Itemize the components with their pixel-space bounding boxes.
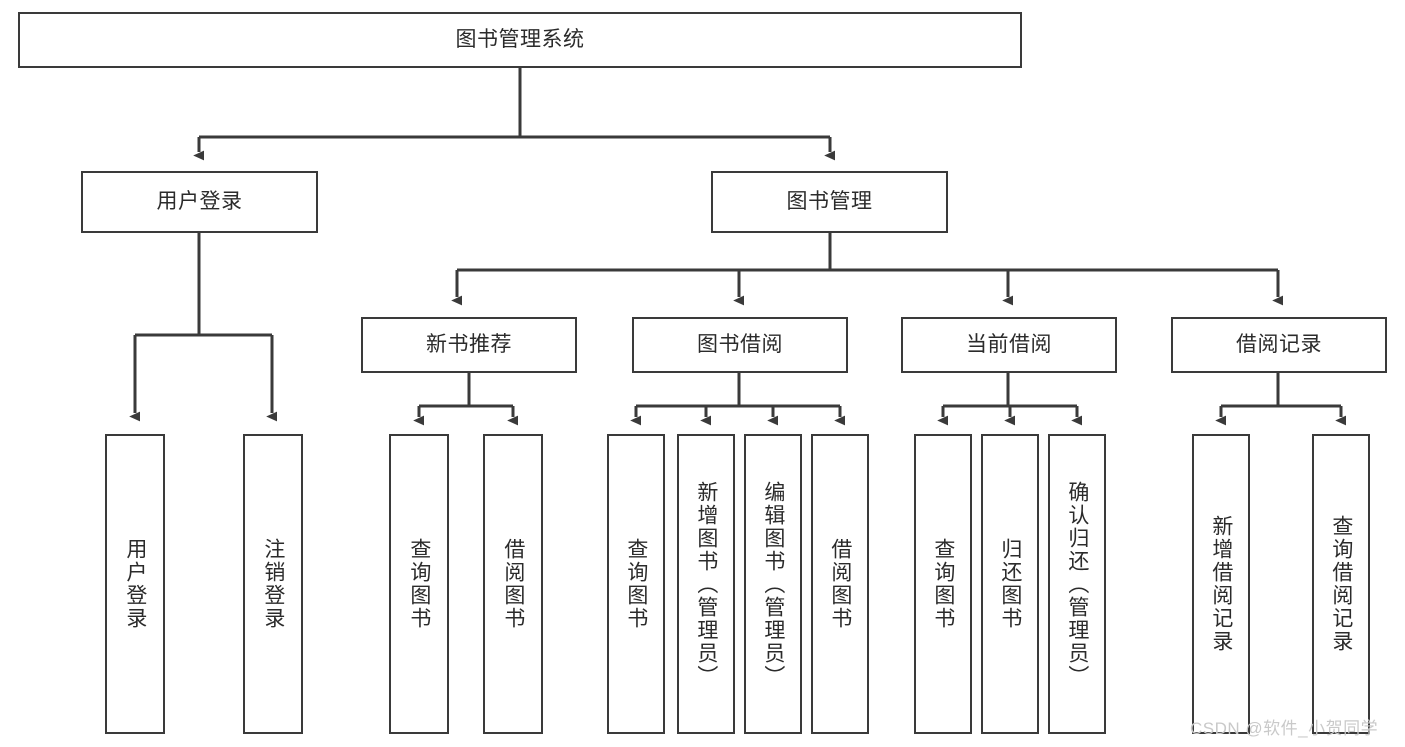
leaf-new-book-1[interactable]: 查询图书	[389, 434, 449, 734]
leaf-label: 新增图书（管理员）	[694, 480, 718, 688]
leaf-label: 用户登录	[123, 538, 147, 630]
node-book-borrow[interactable]: 图书借阅	[632, 317, 848, 373]
leaf-borrow-record-2[interactable]: 查询借阅记录	[1312, 434, 1370, 734]
leaf-user-login-2[interactable]: 注销登录	[243, 434, 303, 734]
leaf-label: 借阅图书	[501, 538, 525, 630]
node-user-login-label: 用户登录	[156, 190, 243, 214]
watermark: CSDN @软件_小贺同学	[1190, 719, 1379, 738]
node-new-book-recommend-label: 新书推荐	[426, 333, 512, 357]
node-new-book-recommend[interactable]: 新书推荐	[361, 317, 577, 373]
node-root[interactable]: 图书管理系统	[18, 12, 1022, 68]
leaf-borrow-record-1[interactable]: 新增借阅记录	[1192, 434, 1250, 734]
leaf-new-book-2[interactable]: 借阅图书	[483, 434, 543, 734]
leaf-label: 注销登录	[261, 538, 285, 630]
node-borrow-record[interactable]: 借阅记录	[1171, 317, 1387, 373]
leaf-book-borrow-3[interactable]: 编辑图书（管理员）	[744, 434, 802, 734]
node-book-manage-label: 图书管理	[786, 190, 873, 214]
leaf-user-login-1[interactable]: 用户登录	[105, 434, 165, 734]
leaf-current-borrow-3[interactable]: 确认归还（管理员）	[1048, 434, 1106, 734]
leaf-label: 新增借阅记录	[1209, 515, 1233, 653]
leaf-label: 归还图书	[998, 538, 1022, 630]
leaf-label: 编辑图书（管理员）	[761, 480, 785, 688]
node-user-login[interactable]: 用户登录	[81, 171, 318, 233]
leaf-book-borrow-1[interactable]: 查询图书	[607, 434, 665, 734]
leaf-label: 查询图书	[624, 538, 648, 630]
node-current-borrow[interactable]: 当前借阅	[901, 317, 1117, 373]
node-root-label: 图书管理系统	[455, 28, 585, 52]
leaf-current-borrow-2[interactable]: 归还图书	[981, 434, 1039, 734]
node-borrow-record-label: 借阅记录	[1236, 333, 1322, 357]
leaf-label: 查询图书	[407, 538, 431, 630]
node-current-borrow-label: 当前借阅	[966, 333, 1052, 357]
leaf-current-borrow-1[interactable]: 查询图书	[914, 434, 972, 734]
leaf-label: 确认归还（管理员）	[1065, 480, 1089, 688]
leaf-book-borrow-2[interactable]: 新增图书（管理员）	[677, 434, 735, 734]
leaf-label: 查询图书	[931, 538, 955, 630]
leaf-book-borrow-4[interactable]: 借阅图书	[811, 434, 869, 734]
leaf-label: 借阅图书	[828, 538, 852, 630]
leaf-label: 查询借阅记录	[1329, 515, 1353, 653]
node-book-manage[interactable]: 图书管理	[711, 171, 948, 233]
node-book-borrow-label: 图书借阅	[697, 333, 783, 357]
